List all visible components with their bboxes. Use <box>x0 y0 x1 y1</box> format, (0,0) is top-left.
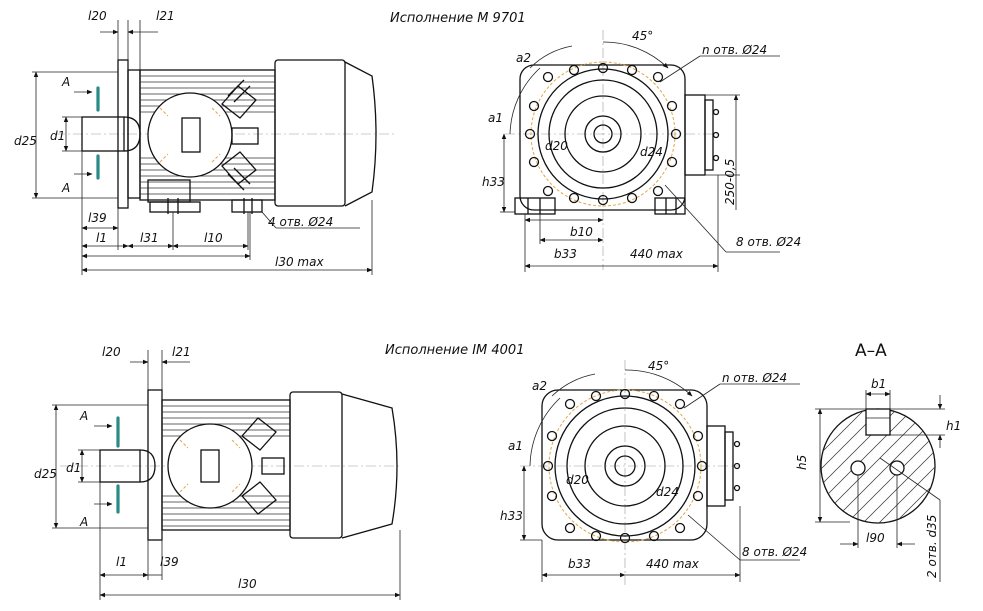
top-side-l20: l20 <box>88 9 107 23</box>
bottom-end-h33: h33 <box>500 509 523 523</box>
bottom-end-holes-n: n отв. Ø24 <box>722 371 787 385</box>
bottom-end-d24: d24 <box>656 485 679 499</box>
top-side-l30: l30 max <box>275 255 324 269</box>
bottom-end-size-440: 440 max <box>646 557 700 571</box>
bottom-end-d20: d20 <box>566 473 589 487</box>
bottom-side-l39: l39 <box>160 555 179 569</box>
section-a-a <box>815 390 945 582</box>
top-end-angle: 45° <box>632 29 653 43</box>
section-l90: l90 <box>866 531 885 545</box>
top-side-l1: l1 <box>96 231 107 245</box>
bottom-end-a2: a2 <box>532 379 547 393</box>
bottom-end-view <box>520 360 800 585</box>
top-side-l39: l39 <box>88 211 107 225</box>
top-side-a-lower: А <box>61 181 70 195</box>
bottom-end-a1: a1 <box>508 439 523 453</box>
title-bottom: Исполнение IM 4001 <box>385 343 524 358</box>
section-holes: 2 отв. d35 <box>925 515 939 578</box>
top-end-size-440: 440 max <box>630 247 684 261</box>
top-side-l21: l21 <box>156 9 175 23</box>
top-end-view <box>500 30 780 272</box>
top-end-holes-8: 8 отв. Ø24 <box>736 235 801 249</box>
top-side-view <box>32 20 395 275</box>
title-top: Исполнение М 9701 <box>390 11 526 26</box>
top-side-d1: d1 <box>50 129 65 143</box>
section-h1: h1 <box>946 419 961 433</box>
bottom-side-l21: l21 <box>172 345 191 359</box>
top-end-holes-n: n отв. Ø24 <box>702 43 767 57</box>
top-side-d25: d25 <box>14 134 37 148</box>
top-end-b10: b10 <box>570 225 593 239</box>
bottom-side-view <box>52 350 401 600</box>
top-side-l31: l31 <box>140 231 159 245</box>
bottom-side-a-upper: А <box>79 409 88 423</box>
top-end-a1: a1 <box>488 111 503 125</box>
bottom-side-l1: l1 <box>116 555 127 569</box>
top-side-holes: 4 отв. Ø24 <box>268 215 333 229</box>
bottom-side-d25: d25 <box>34 467 57 481</box>
top-end-d24: d24 <box>640 145 663 159</box>
top-end-a2: a2 <box>516 51 531 65</box>
section-b1: b1 <box>871 377 886 391</box>
top-side-a-upper: А <box>61 75 70 89</box>
section-title: А–А <box>855 341 887 361</box>
bottom-side-d1: d1 <box>66 461 81 475</box>
top-end-size-250: 250-0,5 <box>723 159 737 205</box>
top-end-d20: d20 <box>545 139 568 153</box>
bottom-side-l30: l30 <box>238 577 257 591</box>
top-side-l10: l10 <box>204 231 223 245</box>
bottom-end-b33: b33 <box>568 557 591 571</box>
bottom-end-holes-8: 8 отв. Ø24 <box>742 545 807 559</box>
bottom-side-a-lower: А <box>79 515 88 529</box>
bottom-side-l20: l20 <box>102 345 121 359</box>
top-end-h33: h33 <box>482 175 505 189</box>
section-h5: h5 <box>795 455 809 470</box>
bottom-end-angle: 45° <box>648 359 669 373</box>
top-end-b33: b33 <box>554 247 577 261</box>
